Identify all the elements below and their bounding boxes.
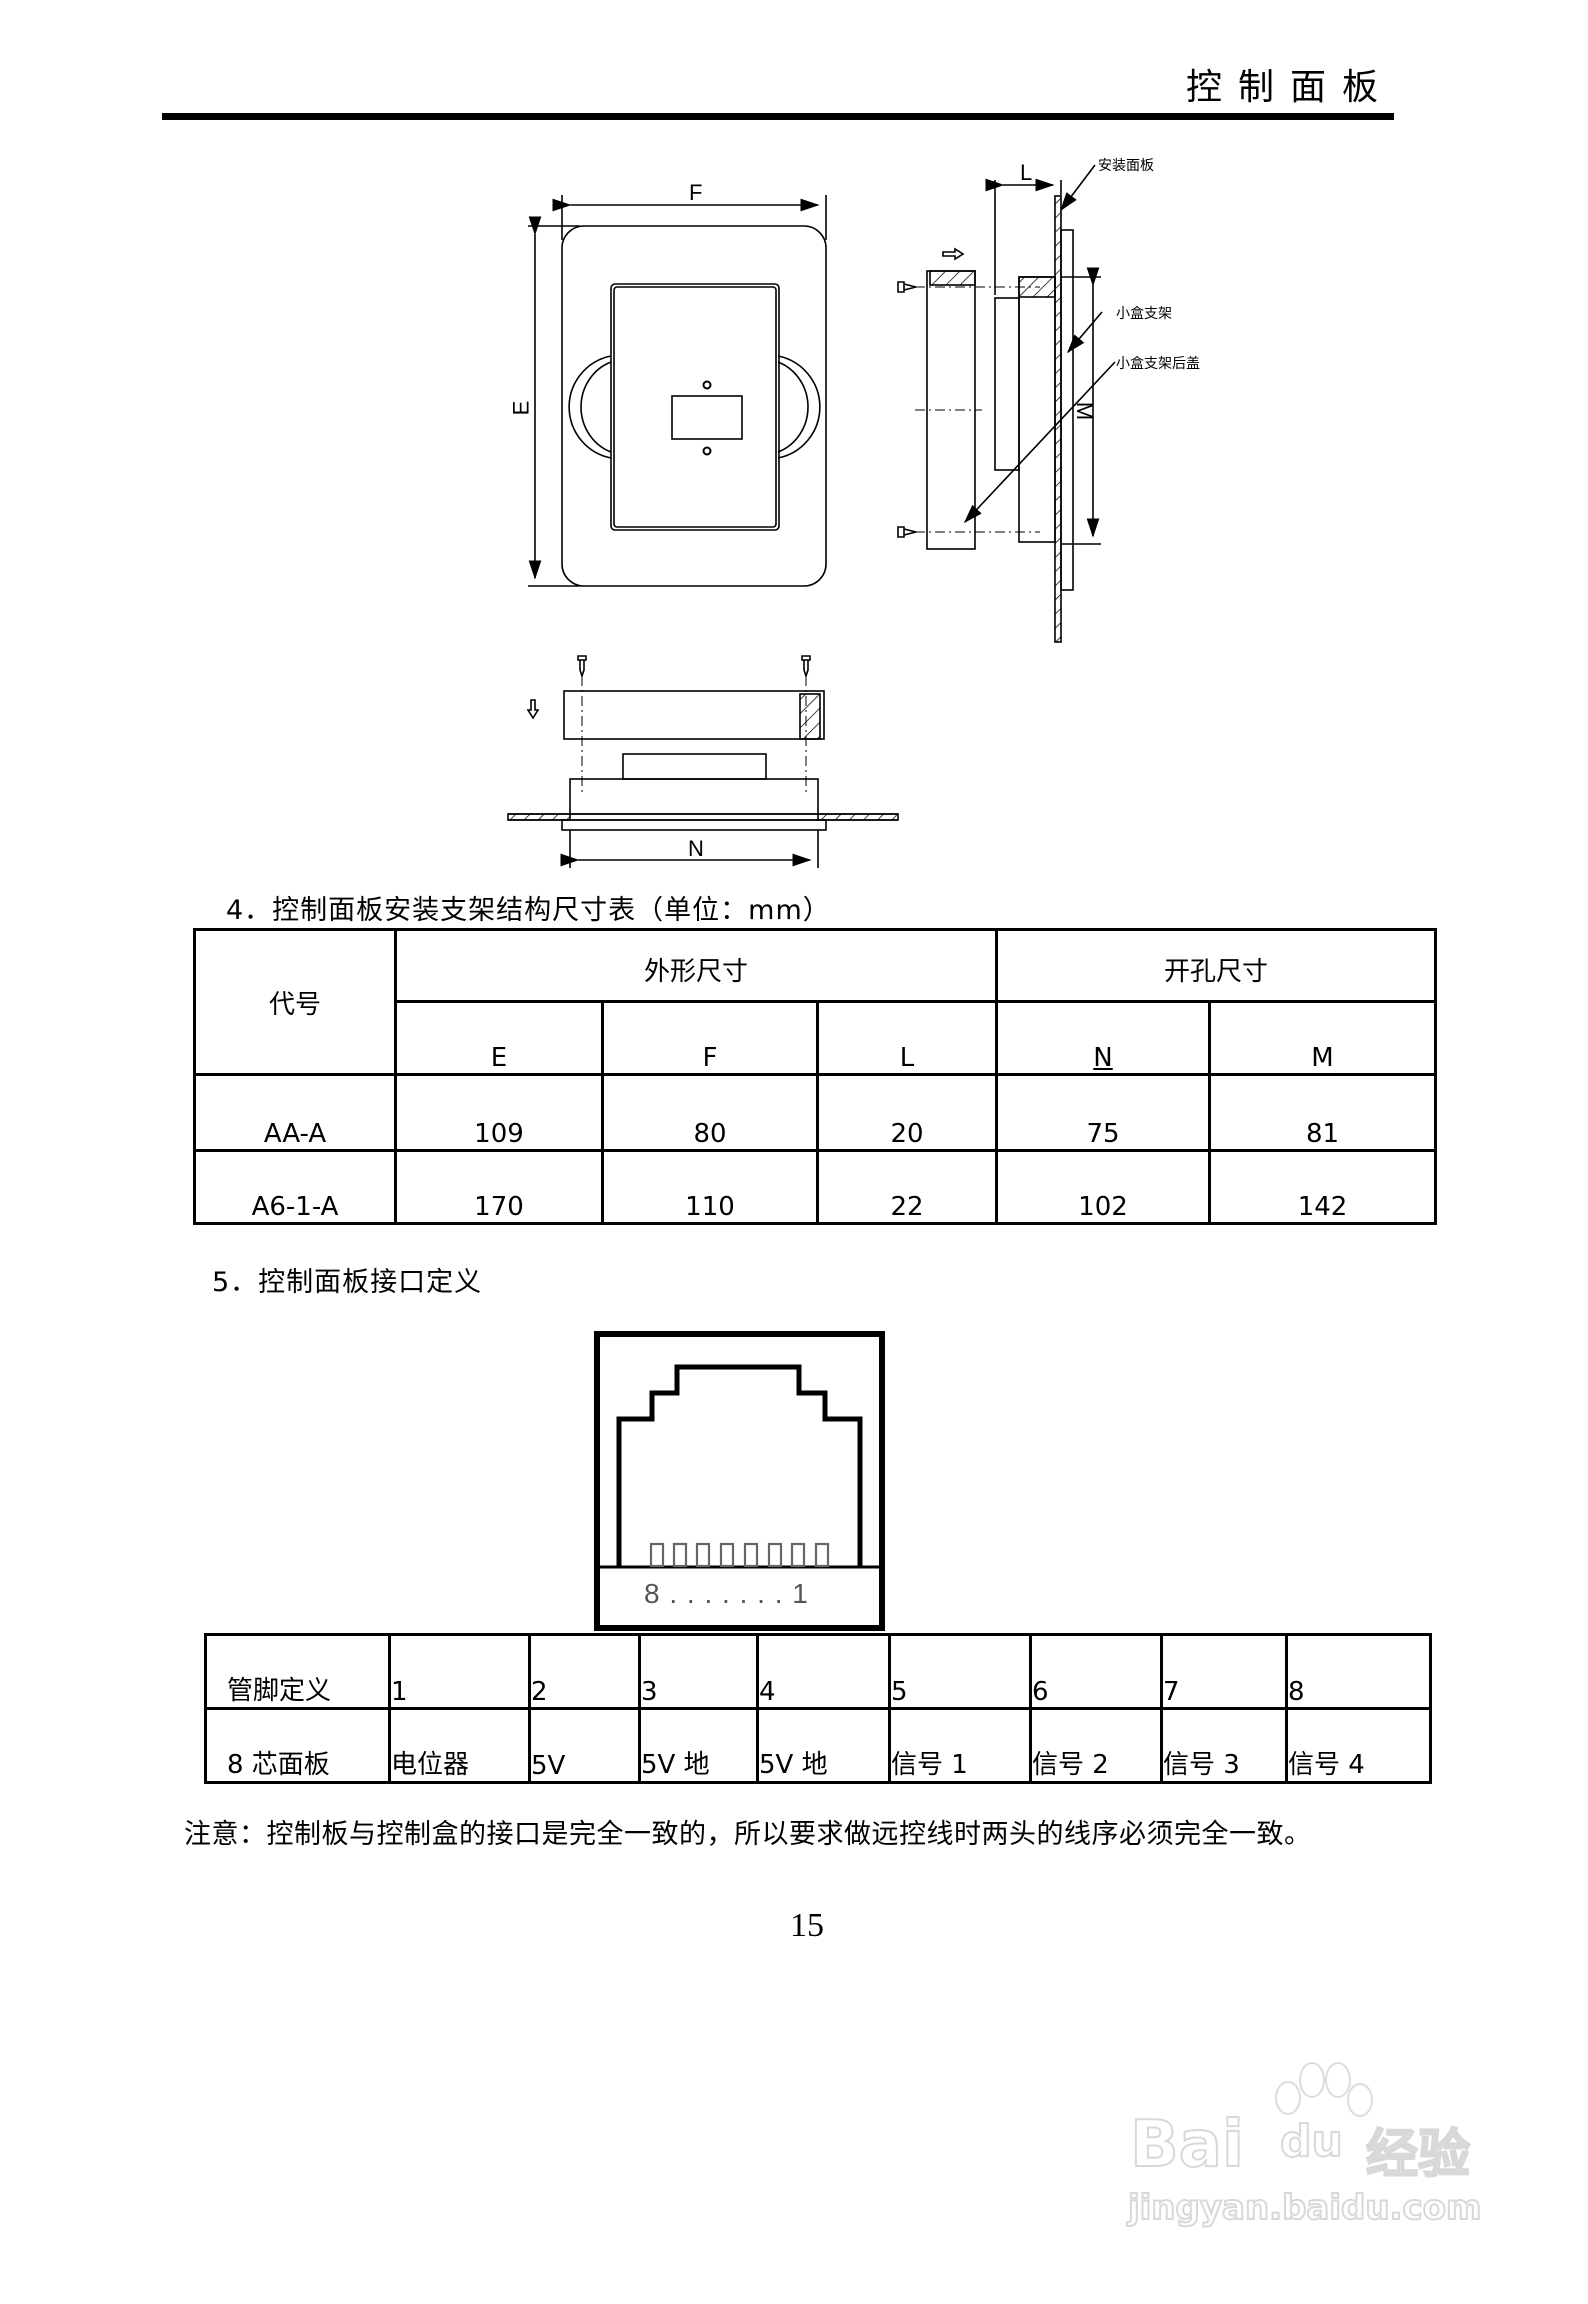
callout-mounting-panel: 安装面板	[1098, 158, 1154, 174]
page-header-title: 控制面板	[1185, 67, 1394, 108]
function-row-header: 8 芯面板	[204, 1707, 391, 1784]
watermark-brand-du: du	[1279, 2115, 1344, 2168]
pin-number: 1	[388, 1633, 531, 1710]
note-text: 注意：控制板与控制盒的接口是完全一致的，所以要求做远控线时两头的线序必须完全一致…	[184, 1819, 1312, 1850]
table-row: A6-1-A 170 110 22 102 142	[193, 1149, 1438, 1225]
dim-label-f: F	[689, 180, 703, 205]
pin-function: 信号 4	[1285, 1707, 1432, 1784]
pin-function: 5V 地	[756, 1707, 891, 1784]
header-rule	[162, 113, 1394, 120]
watermark-brand: Bai	[1129, 2107, 1245, 2183]
cell-e: 109	[394, 1073, 604, 1152]
pin-function: 5V 地	[638, 1707, 759, 1784]
hole-dimensions-header: 开孔尺寸	[994, 928, 1438, 1003]
dim-label-n: N	[688, 836, 704, 861]
column-header-f: F	[601, 1000, 819, 1076]
page-number: 15	[790, 1907, 824, 1944]
dimension-table: 代号 外形尺寸 开孔尺寸 E F L N M AA-A 109 80 20 75…	[193, 928, 1438, 1225]
pin-function: 信号 2	[1029, 1707, 1163, 1784]
column-header-m: M	[1207, 1000, 1438, 1076]
dim-label-e: E	[508, 400, 534, 416]
side-view	[897, 164, 1116, 643]
pin-number: 6	[1029, 1633, 1163, 1710]
watermark-url: jingyan.baidu.com	[1127, 2187, 1482, 2229]
table-row: 8 芯面板 电位器 5V 5V 地 5V 地 信号 1 信号 2 信号 3 信号…	[204, 1707, 1432, 1784]
callout-box-bracket: 小盒支架	[1116, 306, 1172, 322]
section-5-title: 5．控制面板接口定义	[212, 1267, 483, 1298]
pin-number: 3	[638, 1633, 759, 1710]
pin-number: 8	[1285, 1633, 1432, 1710]
pin-definition-table: 管脚定义 1 2 3 4 5 6 7 8 8 芯面板 电位器 5V 5V 地 5…	[204, 1633, 1432, 1784]
rj45-connector-diagram	[594, 1331, 885, 1631]
section-4-title: 4．控制面板安装支架结构尺寸表（单位：mm）	[226, 895, 831, 926]
outer-dimensions-header: 外形尺寸	[394, 928, 998, 1003]
pin-contacts	[649, 1542, 830, 1568]
installation-drawing	[507, 164, 1116, 868]
callout-bracket-back-cover: 小盒支架后盖	[1116, 356, 1200, 372]
pin-function: 信号 3	[1160, 1707, 1288, 1784]
pin-function: 电位器	[388, 1707, 531, 1784]
column-header-e: E	[394, 1000, 604, 1076]
column-header-l: L	[816, 1000, 998, 1076]
pin-number: 2	[528, 1633, 641, 1710]
pin-order-label: 8 . . . . . . . 1	[644, 1578, 809, 1609]
cell-m: 142	[1207, 1149, 1438, 1225]
pin-function: 5V	[528, 1707, 641, 1784]
cell-f: 80	[601, 1073, 819, 1152]
dim-label-l: L	[1020, 160, 1033, 185]
bottom-view	[507, 655, 899, 868]
paw-print-icon	[1275, 2062, 1373, 2117]
front-view	[528, 195, 827, 587]
code-column-header: 代号	[193, 928, 397, 1076]
dim-label-m: M	[1072, 401, 1098, 421]
cell-l: 22	[816, 1149, 998, 1225]
cell-m: 81	[1207, 1073, 1438, 1152]
baidu-jingyan-watermark: Bai du 经验 jingyan.baidu.com	[1127, 2060, 1508, 2229]
cell-f: 110	[601, 1149, 819, 1225]
pin-number: 7	[1160, 1633, 1288, 1710]
pin-function: 信号 1	[888, 1707, 1032, 1784]
column-header-n: N	[995, 1000, 1211, 1076]
pin-number: 4	[756, 1633, 891, 1710]
row-code: AA-A	[193, 1073, 397, 1152]
cell-e: 170	[394, 1149, 604, 1225]
watermark-brand-suffix: 经验	[1365, 2124, 1471, 2186]
pin-number: 5	[888, 1633, 1032, 1710]
cell-l: 20	[816, 1073, 998, 1152]
table-row: 管脚定义 1 2 3 4 5 6 7 8	[204, 1633, 1432, 1710]
pin-row-header: 管脚定义	[204, 1633, 391, 1710]
table-row: AA-A 109 80 20 75 81	[193, 1073, 1438, 1152]
row-code: A6-1-A	[193, 1149, 397, 1225]
cell-n: 102	[995, 1149, 1211, 1225]
cell-n: 75	[995, 1073, 1211, 1152]
